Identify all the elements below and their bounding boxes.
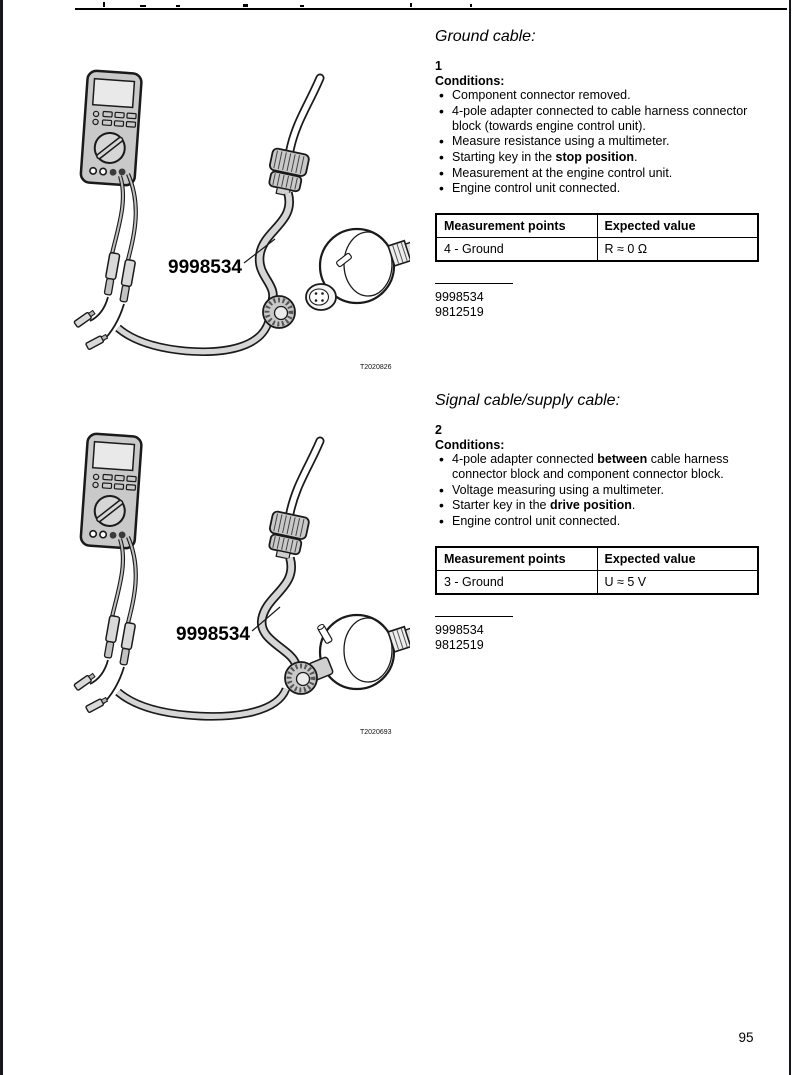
component-connector bbox=[305, 227, 410, 311]
scan-border-right bbox=[789, 0, 791, 1075]
measurement-table: Measurement points Expected value 3 - Gr… bbox=[435, 545, 759, 595]
condition-item: Starting key in the stop position. bbox=[435, 149, 759, 165]
table-cell: 3 - Ground bbox=[435, 569, 598, 595]
adapter-cable bbox=[115, 556, 301, 721]
adapter-upper-connector bbox=[264, 78, 320, 198]
conditions-label: Conditions: bbox=[435, 73, 505, 88]
multimeter bbox=[74, 433, 142, 713]
step-number: 1 bbox=[435, 59, 442, 74]
condition-item: Component connector removed. bbox=[435, 87, 759, 103]
table-cell: U ≈ 5 V bbox=[596, 569, 759, 595]
section-heading: Signal cable/supply cable: bbox=[435, 392, 621, 409]
footnote-part-number: 9998534 bbox=[435, 289, 484, 304]
figure-caption: T2020826 bbox=[360, 364, 392, 371]
footnote-part-number: 9998534 bbox=[435, 622, 484, 637]
page-number: 95 bbox=[738, 1030, 754, 1045]
condition-item: Voltage measuring using a multimeter. bbox=[435, 482, 759, 498]
condition-item: 4-pole adapter connected between cable h… bbox=[435, 451, 759, 481]
figure-signal-cable-illustration: 9998534 T2020693 bbox=[58, 423, 410, 736]
footnote-rule bbox=[435, 615, 513, 617]
footnote-rule bbox=[435, 282, 513, 284]
section-ground-cable: Ground cable: 1 Conditions: Component co… bbox=[435, 28, 759, 320]
scan-border-left bbox=[0, 0, 3, 1075]
adapter-lower-connector-attached bbox=[284, 656, 334, 695]
tool-number-label: 9998534 bbox=[168, 257, 242, 278]
adapter-upper-connector bbox=[264, 441, 320, 561]
label-leader-line bbox=[251, 606, 281, 632]
multimeter bbox=[74, 70, 142, 350]
condition-item: Measurement at the engine control unit. bbox=[435, 165, 759, 181]
footnote-part-number: 9812519 bbox=[435, 304, 484, 319]
section-signal-supply-cable: Signal cable/supply cable: 2 Conditions:… bbox=[435, 392, 759, 653]
condition-item: Measure resistance using a multimeter. bbox=[435, 133, 759, 149]
label-leader-line bbox=[243, 238, 276, 264]
adapter-cable bbox=[115, 191, 294, 356]
table-header-measurement-points: Measurement points bbox=[435, 546, 598, 571]
conditions-list: 4-pole adapter connected between cable h… bbox=[435, 451, 759, 529]
table-header-expected-value: Expected value bbox=[596, 213, 759, 238]
condition-item: Engine control unit connected. bbox=[435, 180, 759, 196]
table-header-row: Measurement points Expected value bbox=[435, 546, 759, 571]
footnote-block: 9998534 9812519 bbox=[435, 282, 759, 320]
component-connector bbox=[317, 613, 410, 691]
conditions-list: Component connector removed.4-pole adapt… bbox=[435, 87, 759, 196]
measurement-table: Measurement points Expected value 4 - Gr… bbox=[435, 212, 759, 262]
step-number: 2 bbox=[435, 423, 442, 438]
footnote-block: 9998534 9812519 bbox=[435, 615, 759, 653]
section-heading: Ground cable: bbox=[435, 28, 536, 45]
adapter-lower-connector bbox=[262, 295, 296, 329]
figure-caption: T2020693 bbox=[360, 729, 392, 736]
conditions-label: Conditions: bbox=[435, 437, 505, 452]
table-cell: 4 - Ground bbox=[435, 236, 598, 262]
condition-item: Engine control unit connected. bbox=[435, 513, 759, 529]
table-header-expected-value: Expected value bbox=[596, 546, 759, 571]
tool-number-label: 9998534 bbox=[176, 624, 250, 645]
table-cell: R ≈ 0 Ω bbox=[596, 236, 759, 262]
table-header-measurement-points: Measurement points bbox=[435, 213, 598, 238]
figure-ground-cable-illustration: 9998534 T2020826 bbox=[58, 60, 410, 371]
table-header-row: Measurement points Expected value bbox=[435, 213, 759, 238]
header-rule bbox=[75, 8, 787, 10]
condition-item: Starter key in the drive position. bbox=[435, 497, 759, 513]
footnote-part-number: 9812519 bbox=[435, 637, 484, 652]
condition-item: 4-pole adapter connected to cable harnes… bbox=[435, 103, 759, 133]
